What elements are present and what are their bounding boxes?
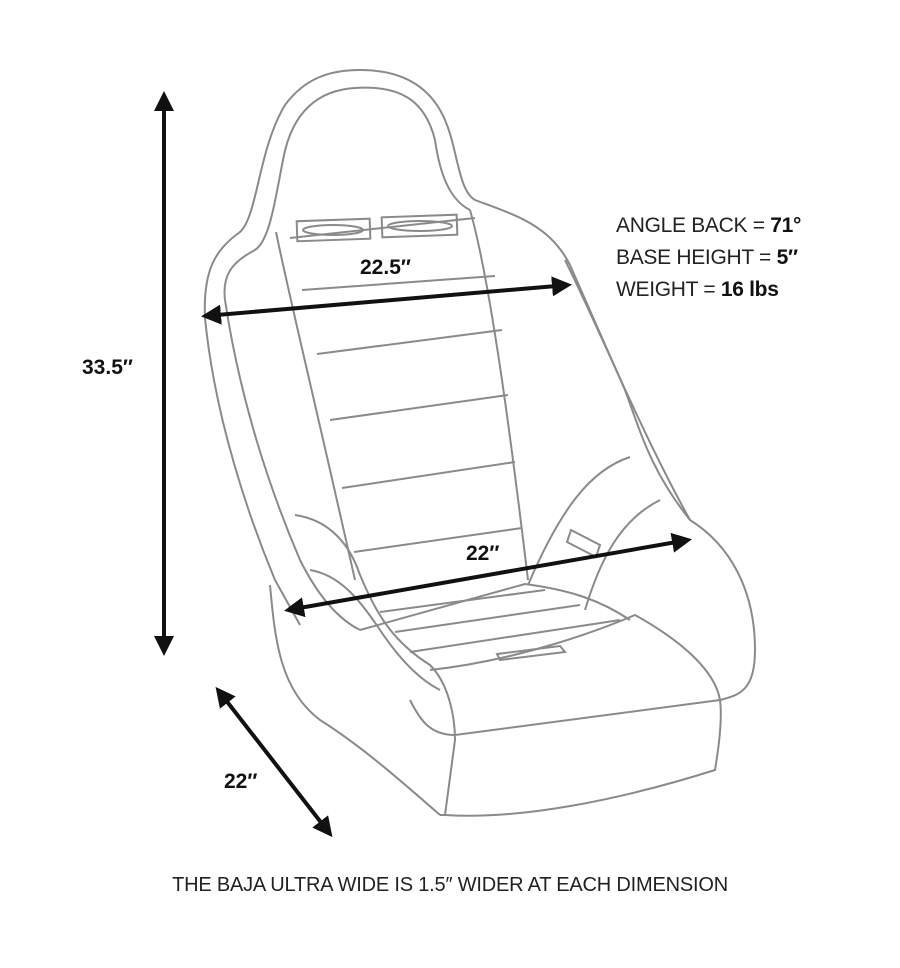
seat-width-label: 22″ (466, 542, 500, 565)
depth-label: 22″ (224, 770, 258, 793)
seat-outline (203, 68, 757, 817)
spec-value: 71° (770, 214, 802, 237)
height-label: 33.5″ (82, 356, 133, 379)
spec-weight: WEIGHT = 16 lbs (616, 274, 801, 306)
spec-value: 16 lbs (720, 278, 779, 301)
seat-width-arrow (284, 532, 692, 618)
spec-value: 5″ (776, 246, 798, 269)
spec-label: BASE HEIGHT = (616, 246, 777, 269)
depth-arrow (215, 686, 333, 838)
dimension-arrows (154, 91, 692, 838)
spec-base-height: BASE HEIGHT = 5″ (616, 242, 801, 274)
spec-angle-back: ANGLE BACK = 71° (616, 210, 801, 242)
back-width-arrow (201, 276, 572, 325)
spec-label: ANGLE BACK = (616, 214, 771, 237)
back-width-label: 22.5″ (360, 256, 411, 279)
spec-list: ANGLE BACK = 71° BASE HEIGHT = 5″ WEIGHT… (616, 210, 801, 306)
spec-label: WEIGHT = (616, 278, 721, 301)
caption: THE BAJA ULTRA WIDE IS 1.5″ WIDER AT EAC… (172, 874, 728, 896)
